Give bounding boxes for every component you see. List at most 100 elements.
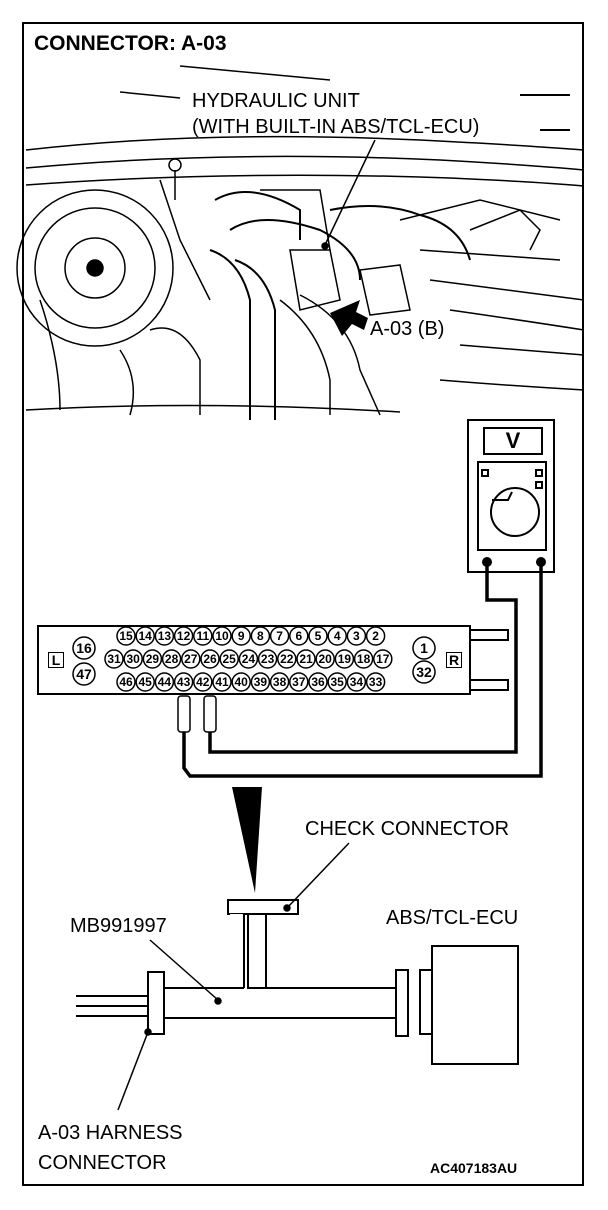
connector-pin: 25 <box>222 652 236 666</box>
connector-pin-circle <box>193 672 213 692</box>
lower-leaders <box>117 842 350 1111</box>
connector-pin: 44 <box>157 675 172 689</box>
connector-face <box>37 625 509 695</box>
connector-pin: 5 <box>314 629 322 643</box>
connector-pin: 22 <box>280 652 294 666</box>
connector-pin-circle <box>219 649 239 669</box>
hydraulic-unit-sublabel: (WITH BUILT-IN ABS/TCL-ECU) <box>192 116 480 138</box>
connector-pin: 30 <box>126 652 140 666</box>
connector-pin: 3 <box>353 629 360 643</box>
tool-label: MB991997 <box>70 915 167 937</box>
connector-pin-circle <box>315 649 335 669</box>
connector-pin-circle <box>308 672 328 692</box>
connector-pin-circle <box>346 672 367 692</box>
connector-pin: 6 <box>295 629 303 643</box>
connector-pin: 29 <box>145 652 160 666</box>
connector-pin-circle <box>231 626 251 646</box>
connector-pin-circle <box>231 672 251 692</box>
connector-pin-circle <box>296 649 316 669</box>
connector-pin: 15 <box>119 629 133 643</box>
hydraulic-unit-label: HYDRAULIC UNIT <box>192 90 360 112</box>
connector-pin-circle <box>269 672 290 692</box>
connector-pin: 27 <box>184 652 198 666</box>
connector-pin-circle <box>327 626 347 646</box>
connector-pin-circle <box>412 636 436 660</box>
connector-pin-circle <box>173 672 194 692</box>
page-title: CONNECTOR: A-03 <box>34 32 227 55</box>
connector-pin: 28 <box>164 652 179 666</box>
connector-pin: 38 <box>272 675 287 689</box>
connector-pin-circle <box>154 626 175 646</box>
connector-pin: 9 <box>237 629 245 643</box>
voltmeter <box>467 419 555 573</box>
connector-pin-circle <box>346 626 367 646</box>
connector-pin-circle <box>161 649 182 669</box>
meter-display: V <box>505 428 521 453</box>
connector-pin: 36 <box>311 675 325 689</box>
connector-pin: 12 <box>176 629 191 643</box>
connector-pin: 46 <box>119 675 133 689</box>
connector-pin: 19 <box>337 652 352 666</box>
view-direction-wedge <box>232 787 262 893</box>
connector-pin-circle <box>72 662 96 686</box>
connector-pin-circle <box>154 672 175 692</box>
connector-pin: 42 <box>196 675 210 689</box>
test-leads <box>182 566 543 778</box>
connector-pin: 20 <box>318 652 332 666</box>
ecu-side-plug <box>395 969 409 1037</box>
connector-pointer-arrow <box>330 300 368 336</box>
connector-pin: 1 <box>420 640 428 656</box>
connector-right-mark: R <box>446 652 462 668</box>
connector-pin: 16 <box>76 640 92 656</box>
connector-pin: 41 <box>215 675 229 689</box>
connector-pin: 31 <box>107 652 121 666</box>
connector-pin-circle <box>72 636 96 660</box>
connector-pin: 17 <box>376 652 390 666</box>
connector-pin: 2 <box>372 629 379 643</box>
connector-pin-circle <box>250 626 271 646</box>
connector-pin: 34 <box>349 675 364 689</box>
connector-pin-circle <box>308 626 328 646</box>
connector-pin: 21 <box>299 652 313 666</box>
check-connector-assembly <box>76 899 519 1065</box>
connector-pin-circle <box>238 649 259 669</box>
connector-pin: 18 <box>356 652 371 666</box>
connector-pin: 13 <box>157 629 172 643</box>
connector-pin: 4 <box>333 629 341 643</box>
test-probes <box>177 695 217 733</box>
connector-pin: 32 <box>416 664 432 680</box>
connector-pin-circle <box>412 660 436 684</box>
connector-pin: 14 <box>138 629 152 643</box>
connector-pin-circle <box>257 649 278 669</box>
connector-pin: 47 <box>76 666 92 682</box>
connector-pin-circle <box>212 672 232 692</box>
connector-pin-circle <box>135 626 155 646</box>
abs-tcl-ecu-box <box>431 945 519 1065</box>
connector-pin-circle <box>173 626 194 646</box>
connector-pin-circle <box>200 649 220 669</box>
connector-pin: 10 <box>215 629 229 643</box>
figure-code: AC407183AU <box>430 1160 518 1176</box>
connector-pin: 7 <box>276 629 283 643</box>
connector-pin-circle <box>289 626 309 646</box>
connector-pin: 43 <box>176 675 191 689</box>
connector-pin: 8 <box>257 629 264 643</box>
connector-pin: 23 <box>260 652 275 666</box>
connector-pin: 35 <box>330 675 344 689</box>
connector-pin-circle <box>116 672 136 692</box>
connector-left-mark: L <box>48 652 64 668</box>
connector-pin-circle <box>212 626 232 646</box>
connector-pin: 45 <box>138 675 152 689</box>
callout-leaders <box>321 139 376 250</box>
connector-pin-circle <box>142 649 163 669</box>
connector-pin-circle <box>104 649 124 669</box>
connector-pin-circle <box>334 649 355 669</box>
connector-pin: 26 <box>203 652 217 666</box>
harness-label: A-03 HARNESS <box>38 1122 183 1144</box>
connector-pin: 39 <box>253 675 268 689</box>
connector-pin-circle <box>193 626 213 646</box>
connector-pin-circle <box>353 649 374 669</box>
connector-pin: 40 <box>234 675 248 689</box>
ecu-label: ABS/TCL-ECU <box>386 907 519 929</box>
